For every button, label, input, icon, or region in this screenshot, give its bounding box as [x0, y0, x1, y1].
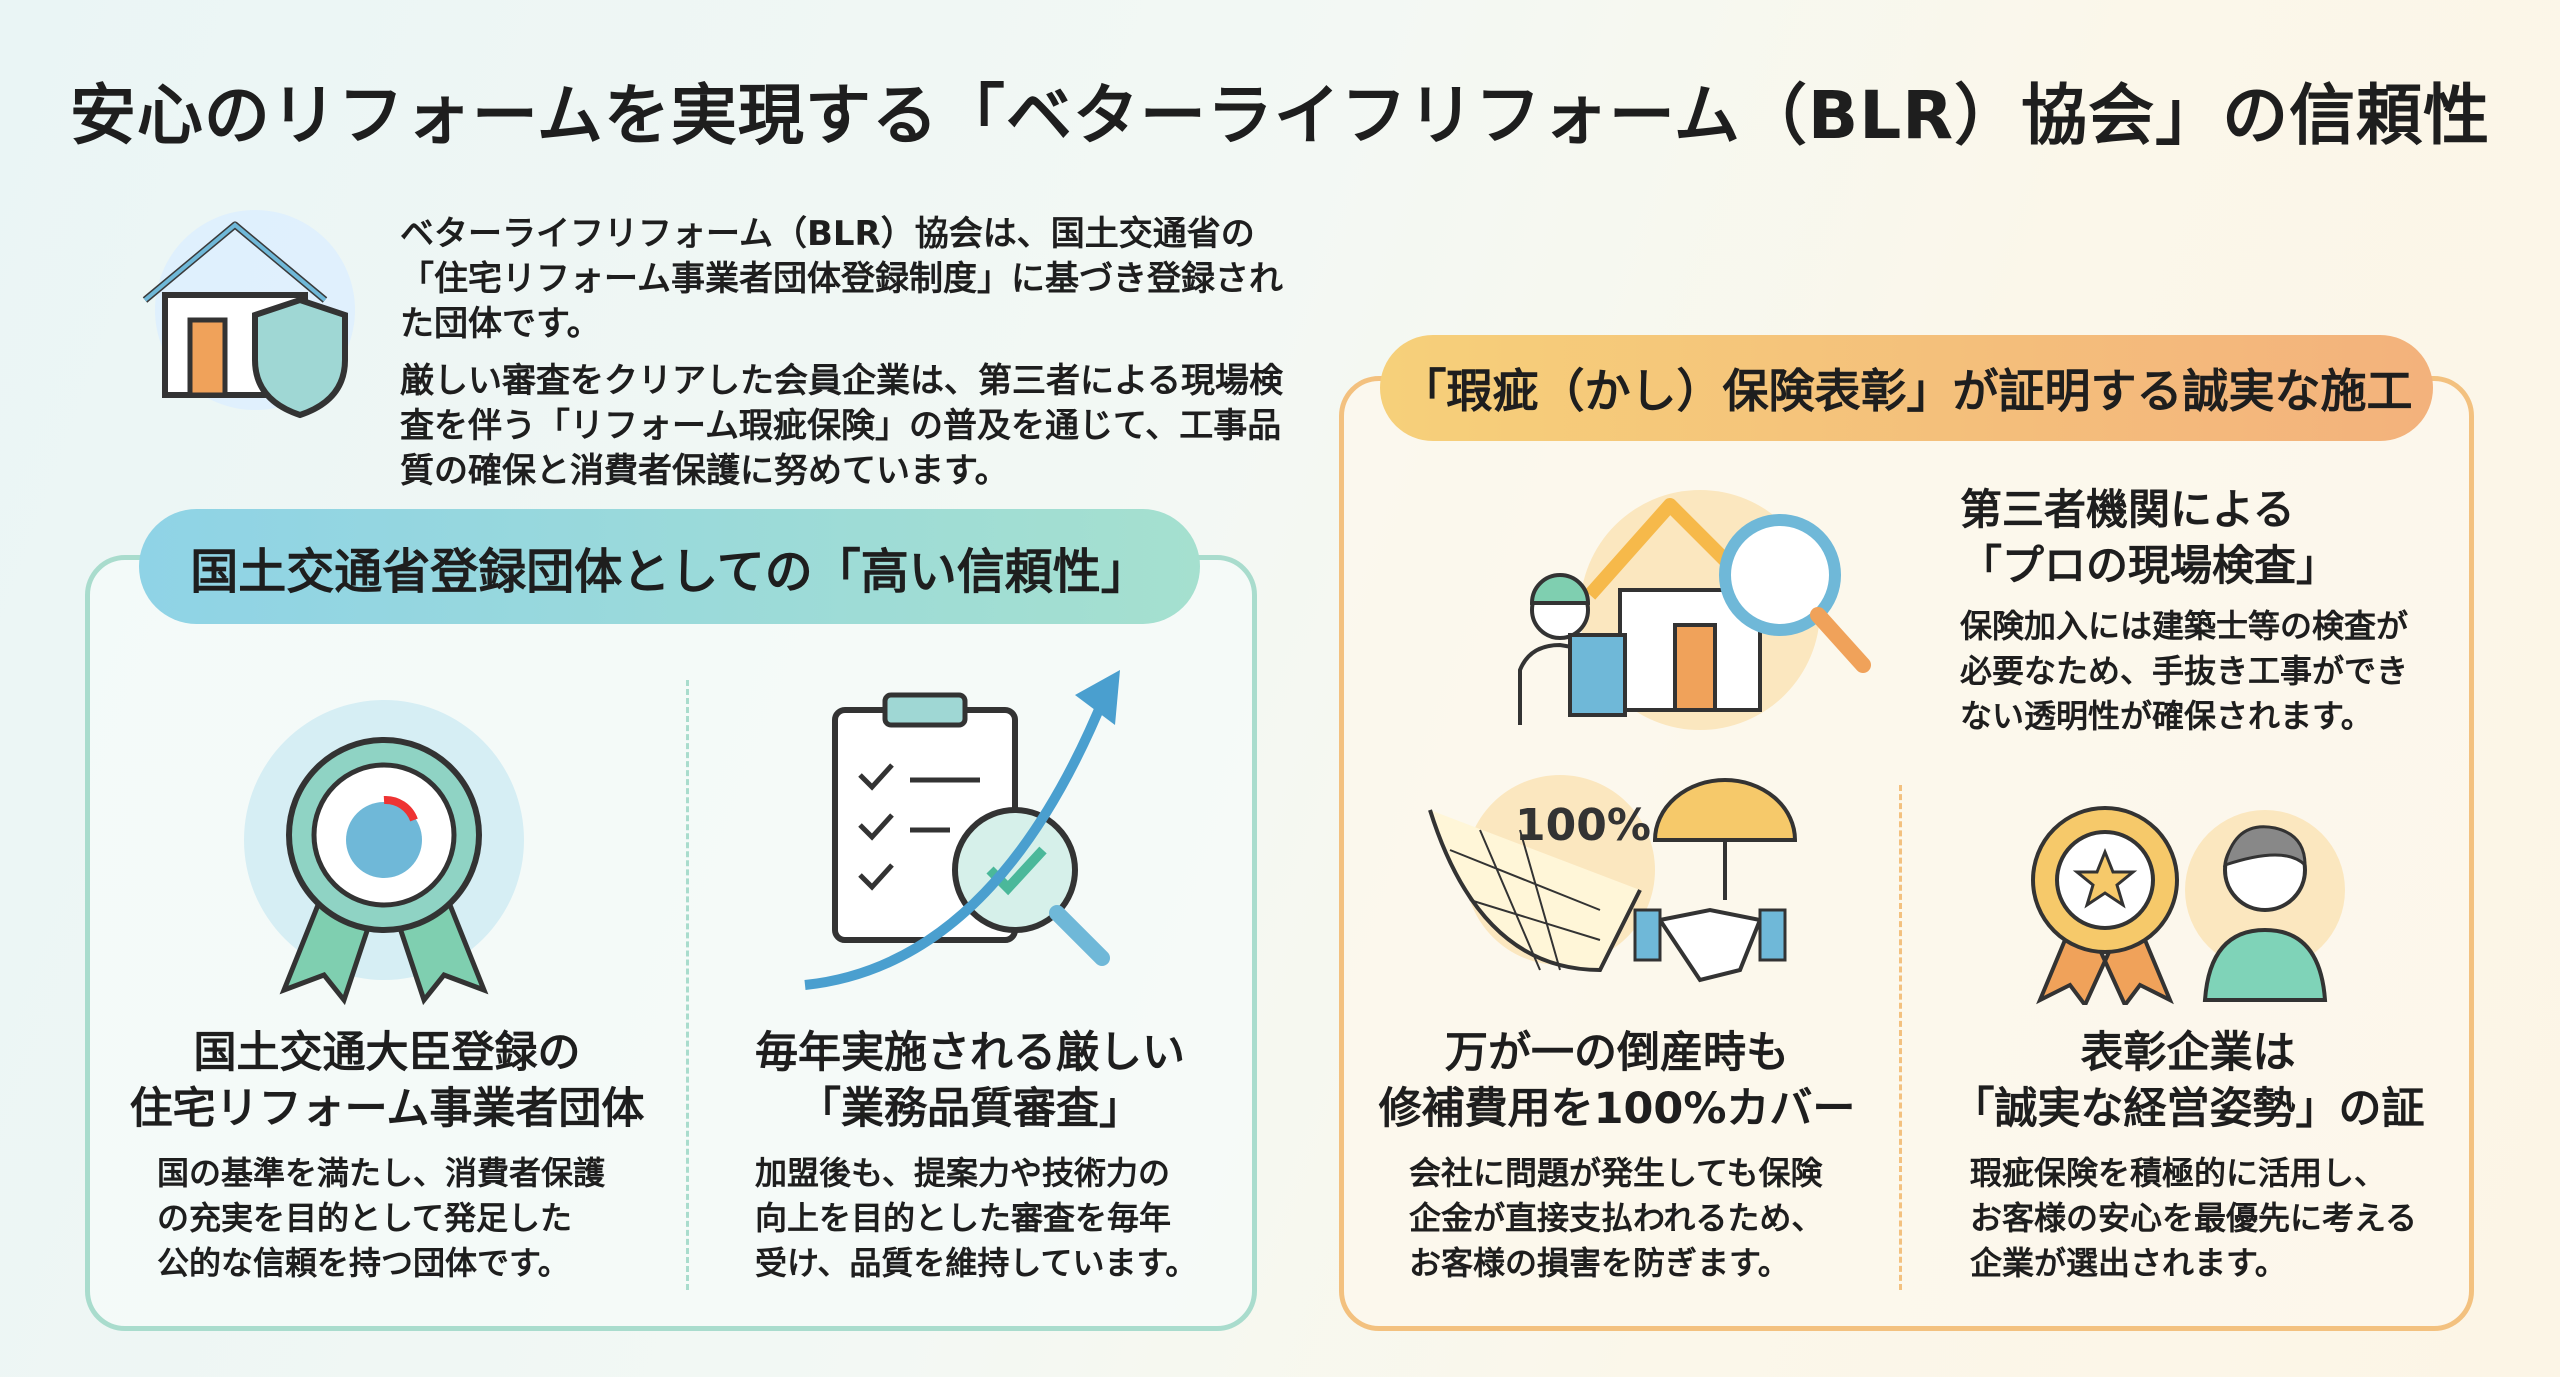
site-inspection-item: 第三者機関による 「プロの現場検査」 保険加入には建築士等の検査が 必要なため、… [1960, 482, 2560, 739]
quality-audit-icon [804, 670, 1120, 990]
body-line: の充実を目的として発足した [157, 1199, 573, 1237]
column-divider [686, 680, 689, 1290]
item-heading-line2: 「プロの現場検査」 [1960, 541, 2339, 590]
page-title: 安心のリフォームを実現する「ベターライフリフォーム（BLR）協会」の信頼性 [69, 77, 2491, 154]
intro-text: ベターライフリフォーム（BLR）協会は、国土交通省の「住宅リフォーム事業者団体登… [400, 212, 1300, 494]
body-line: 国の基準を満たし、消費者保護 [157, 1154, 606, 1192]
item-heading-line1: 国土交通大臣登録の [193, 1028, 581, 1078]
column-divider [1899, 785, 1902, 1290]
ministry-medal-icon [244, 700, 524, 1006]
full-coverage-item: 万が一の倒産時も 修補費用を100%カバー 会社に問題が発生しても保険 企金が直… [1317, 1025, 1917, 1286]
item-heading-line2: 住宅リフォーム事業者団体 [129, 1084, 645, 1134]
award-person-icon [2031, 806, 2345, 1005]
item-body: 保険加入には建築士等の検査が 必要なため、手抜き工事ができ ない透明性が確保され… [1960, 604, 2560, 739]
house-shield-icon [142, 210, 355, 419]
audit-item: 毎年実施される厳しい 「業務品質審査」 加盟後も、提案力や技術力の 向上を目的と… [670, 1025, 1270, 1286]
item-heading-line2: 修補費用を100%カバー [1378, 1084, 1856, 1134]
coverage-badge: 100% [1515, 800, 1651, 851]
body-line: 企業が選出されます。 [1970, 1244, 2287, 1282]
item-heading-line1: 表彰企業は [2080, 1028, 2296, 1078]
defect-insurance-panel-header: 「瑕疵（かし）保険表彰」が証明する誠実な施工 [1380, 335, 2433, 441]
registration-panel-header: 国土交通省登録団体としての「高い信頼性」 [139, 509, 1200, 624]
item-body: 加盟後も、提案力や技術力の 向上を目的とした審査を毎年 受け、品質を維持していま… [755, 1151, 1270, 1286]
body-line: 加盟後も、提案力や技術力の [755, 1154, 1171, 1192]
body-line: 会社に問題が発生しても保険 [1409, 1154, 1823, 1192]
item-heading-line2: 「誠実な経営姿勢」の証 [1951, 1084, 2425, 1134]
item-body: 国の基準を満たし、消費者保護 の充実を目的として発足した 公的な信頼を持つ団体で… [157, 1151, 687, 1286]
body-line: 受け、品質を維持しています。 [755, 1244, 1198, 1282]
item-body: 会社に問題が発生しても保険 企金が直接支払われるため、 お客様の損害を防ぎます。 [1409, 1151, 1917, 1286]
item-heading-line1: 第三者機関による [1960, 485, 2295, 534]
safety-net-handshake-icon: 100% [1428, 775, 1798, 983]
intro-paragraph-2: 厳しい審査をクリアした会員企業は、第三者による現場検査を伴う「リフォーム瑕疵保険… [400, 361, 1283, 491]
item-body: 瑕疵保険を積極的に活用し、 お客様の安心を最優先に考える 企業が選出されます。 [1970, 1151, 2488, 1286]
body-line: お客様の損害を防ぎます。 [1409, 1244, 1790, 1282]
item-heading-line2: 「業務品質審査」 [798, 1084, 1142, 1134]
intro-paragraph-1: ベターライフリフォーム（BLR）協会は、国土交通省の「住宅リフォーム事業者団体登… [400, 214, 1283, 344]
body-line: 向上を目的とした審査を毎年 [755, 1199, 1172, 1237]
item-heading-line1: 万が一の倒産時も [1445, 1028, 1789, 1078]
registration-panel [85, 555, 1257, 1331]
body-line: ない透明性が確保されます。 [1960, 697, 2373, 735]
item-heading-line1: 毎年実施される厳しい [755, 1028, 1185, 1078]
body-line: 企金が直接支払われるため、 [1409, 1199, 1824, 1237]
body-line: 保険加入には建築士等の検査が [1960, 607, 2409, 645]
award-item: 表彰企業は 「誠実な経営姿勢」の証 瑕疵保険を積極的に活用し、 お客様の安心を最… [1888, 1025, 2488, 1286]
body-line: 公的な信頼を持つ団体です。 [157, 1244, 570, 1282]
body-line: お客様の安心を最優先に考える [1970, 1199, 2418, 1237]
registration-item: 国土交通大臣登録の 住宅リフォーム事業者団体 国の基準を満たし、消費者保護 の充… [87, 1025, 687, 1286]
inspector-house-icon [1518, 490, 1871, 730]
body-line: 瑕疵保険を積極的に活用し、 [1970, 1154, 2387, 1192]
body-line: 必要なため、手抜き工事ができ [1960, 652, 2409, 690]
